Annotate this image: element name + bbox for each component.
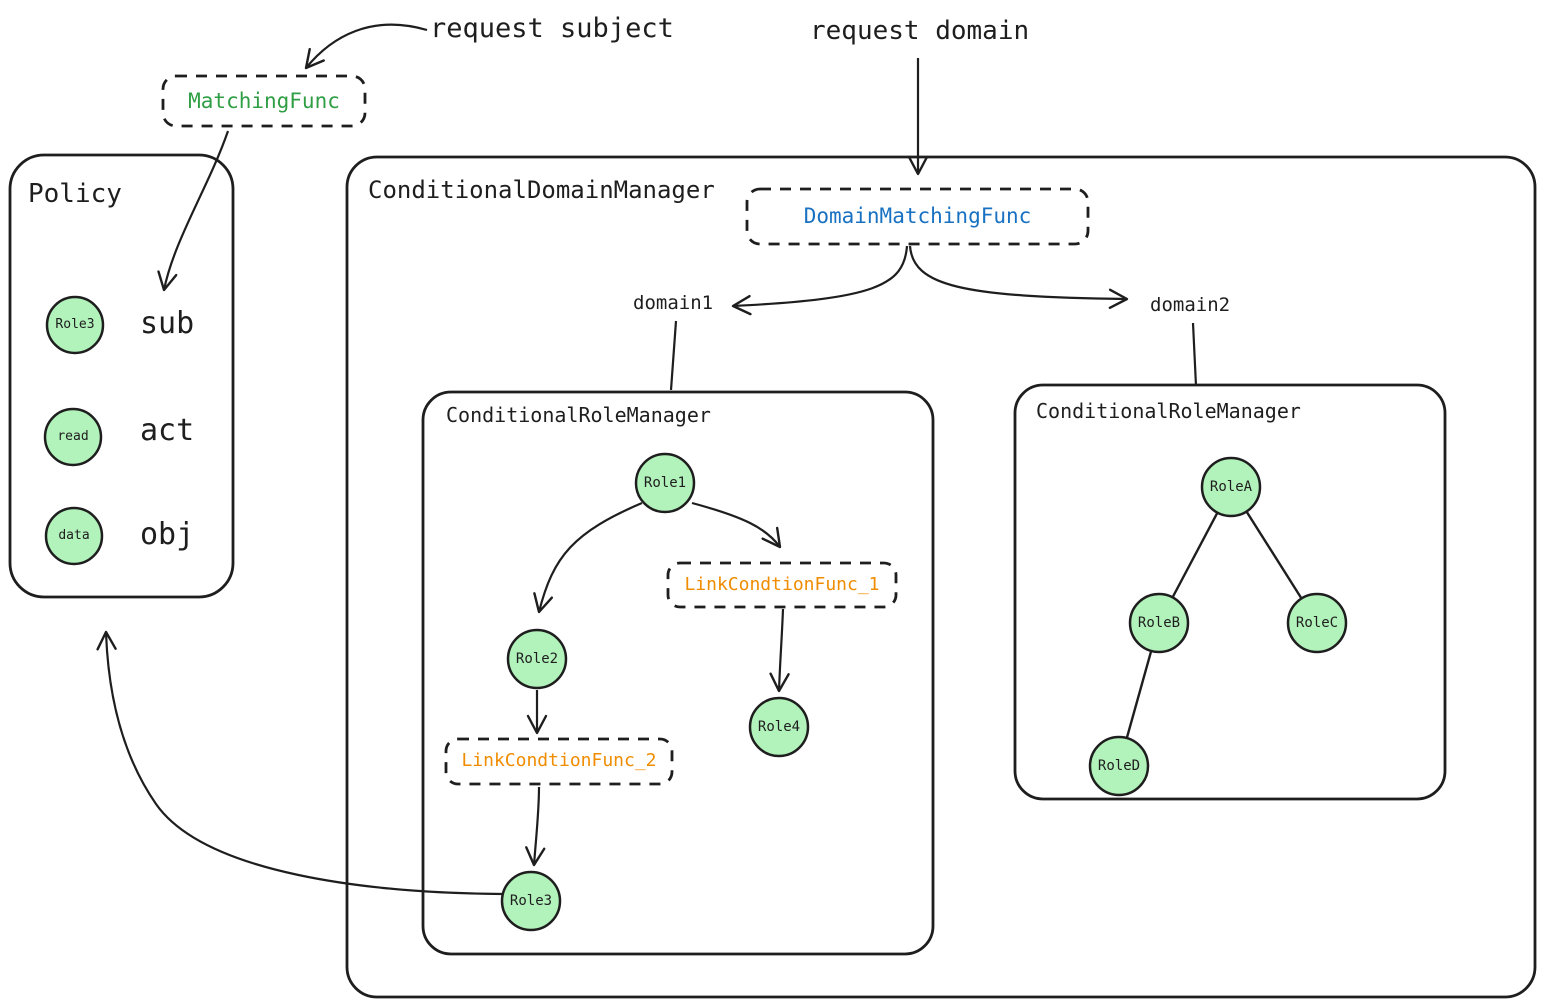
request-domain-label: request domain [810, 16, 1030, 46]
conditional-domain-manager-box [345, 155, 1537, 999]
node-roleD-label: RoleD [1097, 757, 1141, 774]
arrow-role1-to-link-func-1 [691, 501, 782, 549]
conditional-role-manager-box-domain2 [1013, 383, 1447, 801]
policy-attr-act: act [140, 413, 195, 448]
request-subject-label: request subject [430, 13, 674, 44]
line-domain2-to-manager [1191, 322, 1198, 387]
domain-matching-func-box [745, 187, 1090, 246]
node-roleB-label: RoleB [1137, 614, 1181, 631]
policy-node-role3-label: Role3 [55, 316, 95, 332]
arrow-role1-to-role2 [533, 501, 643, 614]
arrow-link-func-1-to-role4 [769, 608, 790, 693]
policy-attr-sub: sub [140, 306, 195, 341]
node-role1-label: Role1 [643, 474, 687, 491]
link-condition-func-1-box [666, 561, 898, 609]
arrow-link-func-2-to-role3 [525, 786, 546, 867]
conditional-role-manager-domain2-title: ConditionalRoleManager [1036, 399, 1301, 423]
policy-title: Policy [28, 179, 122, 209]
matching-func-box [161, 74, 367, 128]
node-role3-label: Role3 [509, 892, 553, 909]
conditional-role-manager-domain1-title: ConditionalRoleManager [446, 403, 711, 427]
domain-matching-func-label: DomainMatchingFunc [803, 204, 1032, 229]
node-role4 [748, 696, 810, 758]
arrow-domain-matching-func-to-domain1 [731, 245, 909, 316]
arrow-request-subject-to-matching-func [304, 23, 428, 70]
domain2-label: domain2 [1150, 294, 1231, 316]
arrow-domain-matching-func-to-domain2 [908, 245, 1129, 309]
conditional-role-manager-box-domain1 [421, 390, 935, 956]
node-role3 [500, 870, 562, 932]
node-role2-label: Role2 [515, 650, 559, 667]
arrow-role3-to-policy [96, 630, 503, 896]
node-roleB [1128, 592, 1190, 654]
policy-node-read-label: read [57, 428, 89, 444]
node-roleA [1200, 456, 1262, 518]
node-roleA-label: RoleA [1209, 478, 1253, 495]
node-role4-label: Role4 [757, 718, 801, 735]
link-condition-func-1-label: LinkCondtionFunc_1 [684, 573, 880, 595]
policy-node-data-label: data [58, 527, 90, 543]
node-role2 [506, 628, 568, 690]
policy-box [8, 153, 235, 599]
link-condition-func-2-label: LinkCondtionFunc_2 [461, 750, 657, 772]
policy-attr-obj: obj [140, 517, 195, 552]
node-roleC-label: RoleC [1295, 614, 1339, 631]
node-roleC [1286, 592, 1348, 654]
arrow-matching-func-to-policy-sub [157, 130, 230, 292]
conditional-domain-manager-title: ConditionalDomainManager [368, 176, 715, 204]
policy-node-read [43, 407, 103, 467]
link-condition-func-2-box [444, 737, 674, 786]
line-domain1-to-manager [669, 320, 678, 391]
node-roleD [1088, 735, 1150, 797]
node-role1 [634, 452, 696, 514]
policy-node-role3 [45, 295, 105, 355]
matching-func-label: MatchingFunc [188, 88, 340, 113]
domain1-label: domain1 [633, 292, 714, 314]
policy-node-data [44, 506, 104, 566]
